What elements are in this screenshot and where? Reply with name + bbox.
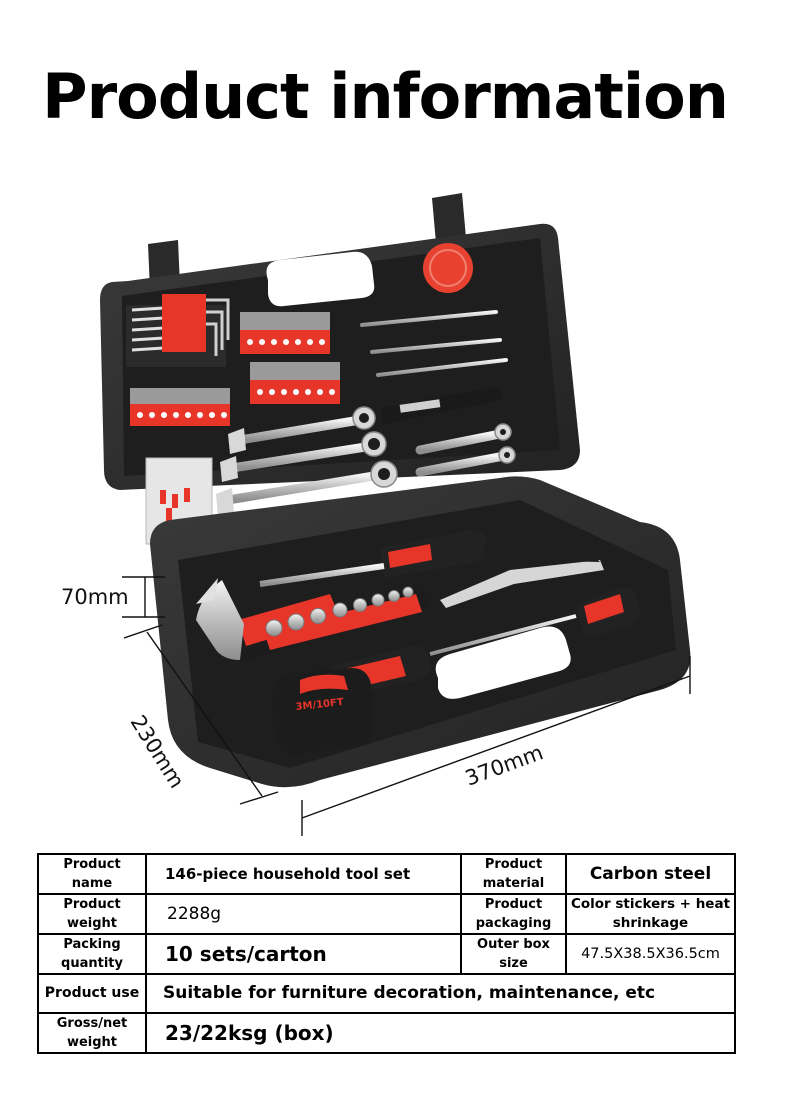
spec-label-product-material: Product material bbox=[460, 853, 567, 895]
spec-value-product-use: Suitable for furniture decoration, maint… bbox=[145, 973, 736, 1014]
tape-measure-label: 3M/10FT bbox=[295, 697, 344, 713]
product-figure: 3M/10FT 70mm 230mm 370mm bbox=[0, 180, 800, 840]
page-title: Product information bbox=[42, 60, 729, 133]
spec-label-product-name: Product name bbox=[37, 853, 147, 895]
spec-label-packing-quantity: Packing quantity bbox=[37, 933, 147, 975]
toolbox-illustration: 3M/10FT bbox=[100, 193, 691, 836]
table-row: Packing quantity 10 sets/carton Outer bo… bbox=[37, 933, 736, 975]
spec-label-product-weight: Product weight bbox=[37, 893, 147, 935]
spec-value-packing-quantity: 10 sets/carton bbox=[145, 933, 462, 975]
spec-value-product-packaging: Color stickers + heat shrinkage bbox=[565, 893, 736, 935]
spec-value-gross-net-weight: 23/22ksg (box) bbox=[145, 1012, 736, 1054]
spec-value-product-material: Carbon steel bbox=[565, 853, 736, 895]
spec-value-outer-box-size: 47.5X38.5X36.5cm bbox=[565, 933, 736, 975]
spec-label-gross-net-weight: Gross/net weight bbox=[37, 1012, 147, 1054]
table-row: Product name 146-piece household tool se… bbox=[37, 853, 736, 895]
spec-label-product-use: Product use bbox=[37, 973, 147, 1014]
spec-label-outer-box-size: Outer box size bbox=[460, 933, 567, 975]
spec-value-product-name: 146-piece household tool set bbox=[145, 853, 462, 895]
product-spec-table: Product name 146-piece household tool se… bbox=[37, 853, 736, 1054]
dimension-height-label: 70mm bbox=[61, 585, 129, 609]
table-row: Gross/net weight 23/22ksg (box) bbox=[37, 1012, 736, 1054]
spec-value-product-weight: 2288g bbox=[145, 893, 462, 935]
table-row: Product weight 2288g Product packaging C… bbox=[37, 893, 736, 935]
spec-label-product-packaging: Product packaging bbox=[460, 893, 567, 935]
table-row: Product use Suitable for furniture decor… bbox=[37, 973, 736, 1014]
